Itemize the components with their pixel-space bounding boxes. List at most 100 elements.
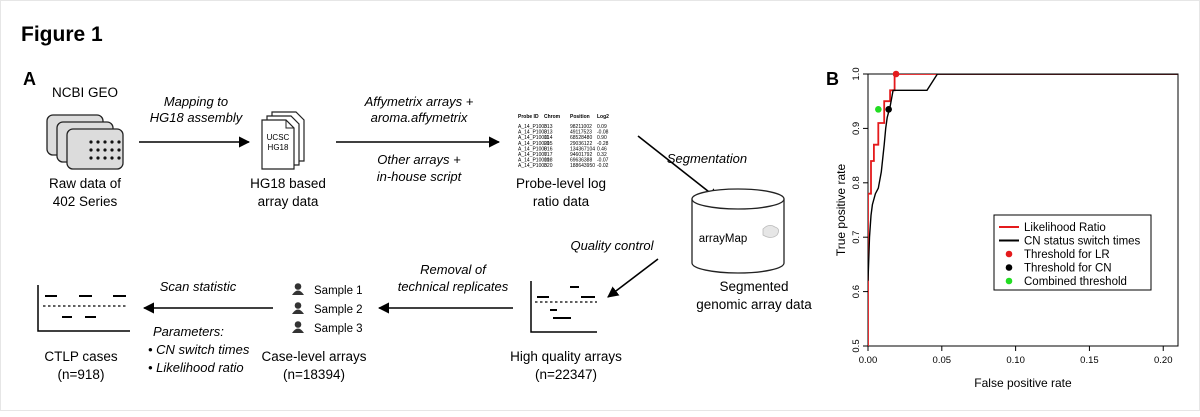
person-icon <box>292 321 304 333</box>
y-tick-label: 0.6 <box>851 285 862 298</box>
chip-dot <box>110 156 114 160</box>
probe-table-cell: 3 <box>544 163 547 169</box>
y-axis-title: True positive rate <box>834 164 848 257</box>
x-tick-label: 0.15 <box>1080 355 1099 366</box>
chip-dot <box>110 148 114 152</box>
high-quality-caption-line1: High quality arrays <box>510 349 622 364</box>
roc-point-combined-threshold <box>875 106 882 113</box>
x-tick-label: 0.20 <box>1154 355 1173 366</box>
hg18-doc-line2: HG18 <box>268 143 289 152</box>
roc-line-likelihood-ratio <box>868 74 1178 346</box>
probe-caption-line2: ratio data <box>533 194 590 209</box>
step-mapping-line1: Mapping to <box>164 94 228 109</box>
arraymap-caption-line2: genomic array data <box>696 297 812 312</box>
person-icon-head <box>294 283 302 290</box>
person-icon-body <box>292 290 304 295</box>
probe-table-cell: 29036122 <box>570 141 592 147</box>
y-tick-label: 0.9 <box>851 122 862 135</box>
person-icon-body <box>292 328 304 333</box>
legend: Likelihood Ratio CN status switch timesTh… <box>993 214 1152 291</box>
step-other-arrays-line2: in-house script <box>377 169 463 184</box>
arraymap-database-icon <box>691 188 785 274</box>
probe-table-cell: 10 <box>544 158 550 164</box>
roc-point-threshold-for-lr <box>892 70 900 78</box>
probe-table-cell: A_14_P100017 <box>518 152 553 158</box>
person-icon-head <box>294 302 302 309</box>
sample-label: Sample 2 <box>314 304 363 316</box>
raw-data-caption-line2: 402 Series <box>53 194 118 209</box>
ctlp-segments-plot <box>37 285 130 332</box>
probe-table-header: Position <box>570 114 590 120</box>
ctlp-caption-line1: CTLP cases <box>44 349 118 364</box>
x-tick-label: 0.10 <box>1006 355 1025 366</box>
probe-table-cell: A_14_P100013 <box>518 130 553 136</box>
chip-dot <box>103 140 107 144</box>
hg18-document-icon <box>261 111 305 170</box>
probe-table-cell: 0.32 <box>597 152 607 158</box>
chip-dot <box>103 156 107 160</box>
sample-label: Sample 3 <box>314 323 363 335</box>
hg18-caption-line2: array data <box>258 194 319 209</box>
chip-dot <box>96 156 100 160</box>
chip-dot <box>89 140 93 144</box>
probe-table-cell: 11 <box>544 135 549 141</box>
probe-table-cell: A_14_P100016 <box>518 146 553 152</box>
probe-table-cell: 20 <box>544 141 550 147</box>
x-axis-title: False positive rate <box>974 376 1072 390</box>
sample-list: Sample 1 Sample 2 Sample 3 <box>292 283 363 335</box>
parameters-item2: • Likelihood ratio <box>148 360 244 375</box>
probe-table-cell: A_14_P100013 <box>518 124 553 130</box>
legend-label: CN status switch times <box>1024 236 1141 248</box>
chip-dot <box>96 140 100 144</box>
probe-table-cell: -0.28 <box>597 141 609 147</box>
roc-line-cn-status-switch-times <box>868 74 1178 281</box>
y-tick-label: 1.0 <box>851 67 862 80</box>
probe-table-header: Probe ID <box>518 114 539 120</box>
high-quality-caption-line2: (n=22347) <box>535 367 597 382</box>
step-affymetrix-line1: Affymetrix arrays + <box>364 94 474 109</box>
probe-table-cell: A_14_P100014 <box>518 135 553 141</box>
probe-table-cell: A_14_P100020 <box>518 163 553 169</box>
arrow-segmentation <box>637 135 719 200</box>
panel-b-letter: B <box>826 69 839 89</box>
chip-dot <box>89 156 93 160</box>
step-quality-control: Quality control <box>570 238 654 253</box>
person-icon-head <box>294 321 302 328</box>
probe-table-cell: 188643950 <box>570 163 595 169</box>
y-tick-label: 0.8 <box>851 176 862 189</box>
legend-label: Combined threshold <box>1024 276 1127 288</box>
x-tick-label: 0.05 <box>933 355 952 366</box>
chip-dot <box>103 148 107 152</box>
probe-caption-line1: Probe-level log <box>516 176 606 191</box>
probe-table-cell: 94601792 <box>570 152 592 158</box>
step-other-arrays-line1: Other arrays + <box>377 152 461 167</box>
probe-table-cell: 98211002 <box>570 124 592 130</box>
probe-table-cell: 3 <box>544 130 547 136</box>
parameters-title: Parameters: <box>153 324 224 339</box>
raw-data-caption-line1: Raw data of <box>49 176 121 191</box>
person-icon-body <box>292 309 304 314</box>
sample-label: Sample 1 <box>314 285 363 297</box>
legend-label: Likelihood Ratio <box>1024 222 1106 234</box>
probe-table-cell: 7 <box>544 152 547 158</box>
x-tick-label: 0.00 <box>859 355 878 366</box>
probe-table-cell: -0.07 <box>597 158 609 164</box>
legend-swatch <box>1005 277 1013 285</box>
chip-dot <box>89 148 93 152</box>
parameters-item1: • CN switch times <box>148 342 250 357</box>
arraymap-label: arrayMap <box>699 233 748 245</box>
y-tick-label: 0.5 <box>851 339 862 352</box>
raw-data-chips-icon <box>46 114 124 170</box>
high-quality-segments-plot <box>530 281 597 333</box>
figure-title: Figure 1 <box>21 23 103 46</box>
ncbi-geo-title: NCBI GEO <box>52 85 118 100</box>
legend-label: Threshold for LR <box>1024 249 1110 261</box>
probe-table-cell: -0.08 <box>597 130 609 136</box>
case-level-caption-line1: Case-level arrays <box>261 349 366 364</box>
hg18-caption-line1: HG18 based <box>250 176 326 191</box>
probe-table-cell: 8 <box>544 146 547 152</box>
roc-point-threshold-for-cn <box>885 106 892 113</box>
